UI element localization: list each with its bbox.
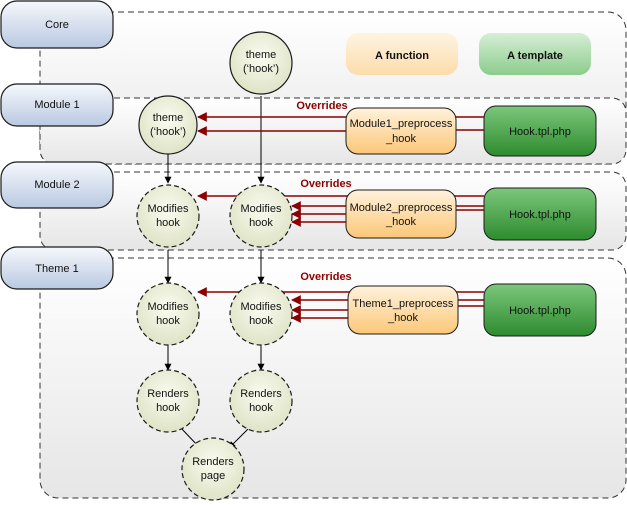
function-label-line1: Theme1_preprocess — [353, 298, 454, 310]
node-label-line2: hook — [249, 217, 273, 229]
node-label-line1: theme — [246, 49, 277, 61]
layer-tab-theme1: Theme 1 — [0, 246, 114, 290]
layer-tab-label: Core — [45, 19, 69, 31]
layer-tab-label: Theme 1 — [35, 263, 78, 275]
function-label-line1: Module2_preprocess — [350, 202, 453, 214]
theme1-preprocess-function: Theme1_preprocess _hook — [347, 285, 459, 335]
core-theme-node: theme (‘hook’) — [229, 31, 293, 95]
overrides-label-module1: Overrides — [296, 100, 347, 112]
node-label-line2: hook — [156, 315, 180, 327]
function-label-line2: _hook — [387, 312, 418, 324]
function-label-line2: _hook — [385, 133, 416, 145]
module2-modifies-left-node: Modifies hook — [136, 184, 200, 248]
template-label: Hook.tpl.php — [509, 209, 571, 221]
flow-arrows — [164, 96, 265, 449]
node-label-line2: (‘hook’) — [243, 63, 279, 75]
layer-tab-module1: Module 1 — [0, 83, 114, 127]
node-label-line1: Renders — [147, 388, 189, 400]
template-label: Hook.tpl.php — [509, 305, 571, 317]
overrides-label-theme1: Overrides — [300, 271, 351, 283]
layer-tab-module2: Module 2 — [0, 161, 114, 209]
node-label-line2: hook — [156, 217, 180, 229]
module2-template: Hook.tpl.php — [483, 187, 597, 241]
node-label-line1: theme — [153, 112, 184, 124]
module2-modifies-right-node: Modifies hook — [229, 184, 293, 248]
node-label-line1: Modifies — [148, 203, 189, 215]
module1-preprocess-function: Module1_preprocess _hook — [345, 107, 457, 155]
legend-function-label: A function — [375, 50, 429, 62]
theme1-renders-page-node: Renders page — [181, 437, 245, 501]
legend-template-label: A template — [507, 50, 563, 62]
function-label-line2: _hook — [385, 216, 416, 228]
theme1-renders-right-node: Renders hook — [229, 369, 293, 433]
node-label-line2: hook — [249, 315, 273, 327]
module1-theme-node: theme (‘hook’) — [138, 95, 198, 155]
template-label: Hook.tpl.php — [509, 126, 571, 138]
node-label-line1: Renders — [240, 388, 282, 400]
legend-template: A template — [479, 33, 591, 75]
node-label-line2: hook — [156, 402, 180, 414]
node-label-line1: Modifies — [241, 301, 282, 313]
node-label-line2: hook — [249, 402, 273, 414]
theme1-renders-left-node: Renders hook — [136, 369, 200, 433]
node-label-line2: page — [201, 470, 225, 482]
module1-template: Hook.tpl.php — [483, 105, 597, 157]
layer-tab-label: Module 2 — [34, 179, 79, 191]
node-label-line1: Renders — [192, 456, 234, 468]
legend-function: A function — [346, 33, 458, 75]
node-label-line1: Modifies — [241, 203, 282, 215]
node-label-line1: Modifies — [148, 301, 189, 313]
layer-tab-label: Module 1 — [34, 99, 79, 111]
overrides-label-module2: Overrides — [300, 178, 351, 190]
theme1-template: Hook.tpl.php — [483, 283, 597, 337]
theme1-modifies-left-node: Modifies hook — [136, 282, 200, 346]
node-label-line2: (‘hook’) — [150, 126, 186, 138]
module2-preprocess-function: Module2_preprocess _hook — [345, 189, 457, 239]
function-label-line1: Module1_preprocess — [350, 118, 453, 130]
theme1-modifies-right-node: Modifies hook — [229, 282, 293, 346]
layer-tab-core: Core — [0, 0, 114, 49]
